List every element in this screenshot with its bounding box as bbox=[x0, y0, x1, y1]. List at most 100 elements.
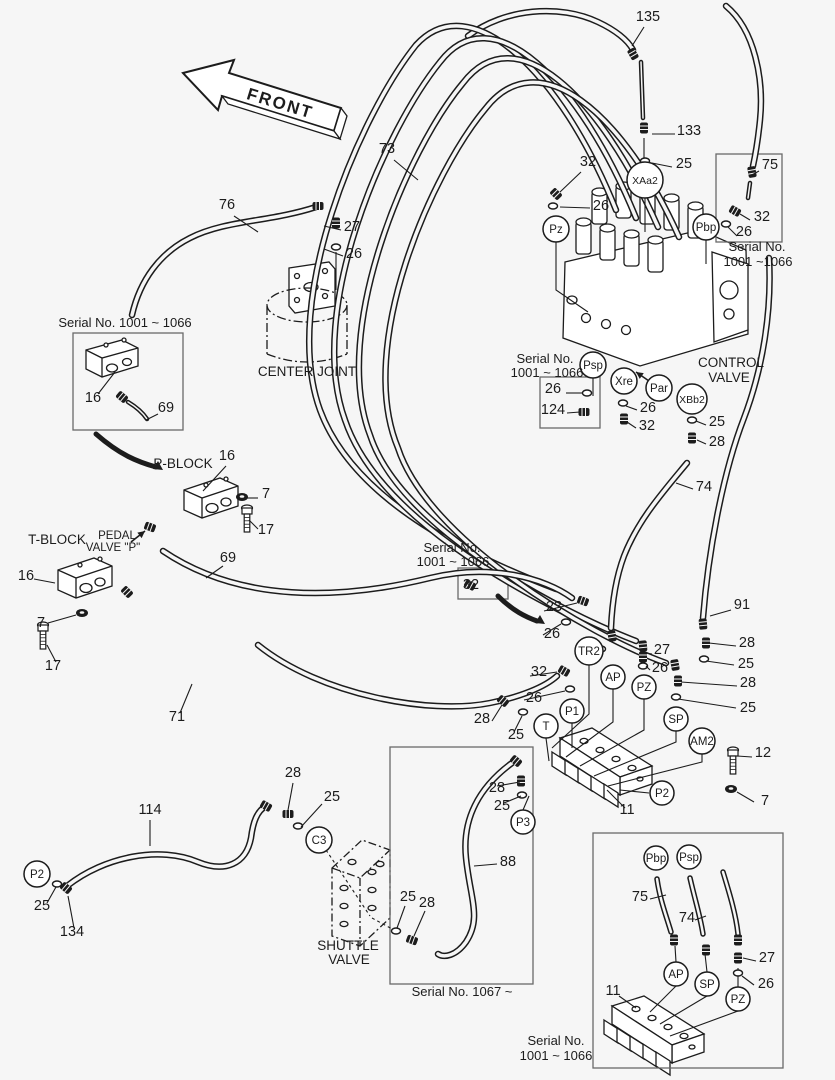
port-circle-P2: P2 bbox=[23, 860, 51, 888]
leader-line bbox=[705, 660, 735, 666]
component-label: CENTER JOINT bbox=[258, 364, 356, 379]
hydraulic-fitting bbox=[674, 675, 682, 687]
fitting-thread bbox=[408, 935, 412, 944]
o-ring bbox=[292, 822, 304, 830]
t-block-drawing bbox=[57, 556, 113, 599]
callout-17: 17 bbox=[45, 658, 61, 674]
callout-69: 69 bbox=[158, 400, 174, 416]
leader-line bbox=[33, 578, 56, 584]
hydraulic-fitting bbox=[627, 47, 639, 61]
hydraulic-fitting bbox=[557, 665, 571, 677]
serial-note: 1001 ~ 1066 bbox=[417, 554, 490, 569]
hydraulic-fitting bbox=[638, 640, 648, 652]
leader-line bbox=[513, 715, 523, 733]
port-circle-P2: P2 bbox=[649, 780, 675, 806]
port-circle-label: P3 bbox=[516, 817, 530, 829]
leader-line bbox=[694, 915, 707, 921]
callout-26: 26 bbox=[545, 381, 561, 397]
callout-88: 88 bbox=[500, 854, 516, 870]
callout-74: 74 bbox=[679, 910, 695, 926]
callout-11: 11 bbox=[619, 802, 634, 818]
port-circle-Xre: Xre bbox=[610, 367, 638, 395]
bolt-shaft bbox=[39, 630, 47, 650]
bolt bbox=[240, 504, 254, 533]
leader-line bbox=[708, 642, 737, 647]
fitting-thread bbox=[498, 696, 505, 704]
leader-line bbox=[680, 681, 738, 687]
o-ring bbox=[51, 880, 63, 888]
connection-line bbox=[551, 665, 590, 749]
port-circle-label: Psp bbox=[679, 852, 699, 864]
fitting-body bbox=[116, 391, 128, 403]
leader-line bbox=[542, 623, 562, 636]
leader-line bbox=[47, 614, 77, 624]
leader-line bbox=[202, 465, 227, 492]
callout-12: 12 bbox=[755, 745, 771, 761]
routing-arrow-head bbox=[153, 461, 163, 470]
leader-line bbox=[626, 421, 637, 429]
fitting-thread bbox=[465, 580, 471, 588]
port-circle-outline bbox=[645, 374, 673, 402]
callout-25: 25 bbox=[34, 898, 50, 914]
port-circle-label: AM2 bbox=[690, 736, 714, 748]
leader-line bbox=[97, 371, 116, 395]
port-circle-outline bbox=[725, 986, 751, 1012]
port-circle-outline bbox=[559, 698, 585, 724]
hydraulic-fitting bbox=[121, 586, 133, 598]
port-circle-label: Pbp bbox=[646, 853, 666, 865]
port-circle-outline bbox=[676, 383, 708, 415]
pilot-manifold-box-drawing bbox=[603, 995, 706, 1077]
leader-line bbox=[67, 895, 75, 929]
hydraulic-fitting bbox=[734, 934, 742, 946]
fitting-thread bbox=[607, 632, 616, 636]
fitting-body bbox=[734, 952, 742, 964]
port-circle-Pz: Pz bbox=[542, 215, 570, 243]
port-circle-label: Psp bbox=[583, 360, 603, 372]
leader-line bbox=[566, 411, 581, 414]
port-circle-outline bbox=[663, 961, 689, 987]
fitting-body bbox=[312, 202, 324, 210]
fitting-thread bbox=[638, 643, 647, 645]
routing-arrow bbox=[495, 593, 540, 624]
leader-line bbox=[323, 225, 342, 231]
callout-26: 26 bbox=[526, 690, 542, 706]
hydraulic-fitting bbox=[116, 391, 128, 403]
hose-pbp-ap-core bbox=[655, 877, 673, 934]
callout-26: 26 bbox=[346, 246, 362, 262]
port-circle-outline bbox=[692, 213, 720, 241]
fitting-thread bbox=[511, 756, 518, 764]
callout-26: 26 bbox=[652, 660, 668, 676]
port-circle-outline bbox=[510, 809, 536, 835]
fitting-body bbox=[550, 188, 562, 200]
fitting-thread bbox=[630, 52, 638, 58]
fitting-thread bbox=[559, 666, 565, 674]
leader-line bbox=[695, 420, 707, 426]
control-valve-drawing bbox=[562, 181, 749, 367]
fitting-body bbox=[517, 775, 525, 787]
leader-line bbox=[503, 795, 522, 804]
bolt-shaft bbox=[729, 755, 737, 775]
leader-line bbox=[523, 690, 566, 701]
fitting-thread bbox=[562, 668, 568, 676]
fitting-thread bbox=[122, 587, 129, 594]
fitting-body bbox=[620, 413, 628, 425]
callout-26: 26 bbox=[544, 626, 560, 642]
hydraulic-fitting bbox=[312, 202, 324, 210]
fitting-body bbox=[670, 659, 680, 671]
hose-71-core bbox=[256, 643, 559, 709]
fitting-body bbox=[734, 934, 742, 946]
port-circle-outline bbox=[542, 215, 570, 243]
hydraulic-fitting bbox=[670, 934, 678, 946]
leader-line bbox=[709, 609, 732, 617]
leader-line bbox=[749, 170, 760, 177]
hose-114-core bbox=[65, 804, 268, 888]
hydraulic-fitting bbox=[406, 934, 418, 946]
fitting-thread bbox=[608, 636, 617, 639]
callout-27: 27 bbox=[344, 219, 360, 235]
pointer-arrow-head bbox=[137, 531, 145, 539]
port-circle-label: SP bbox=[668, 714, 684, 726]
fitting-thread bbox=[501, 698, 508, 706]
hydraulic-fitting bbox=[640, 122, 648, 134]
hydraulic-fitting bbox=[144, 521, 156, 533]
